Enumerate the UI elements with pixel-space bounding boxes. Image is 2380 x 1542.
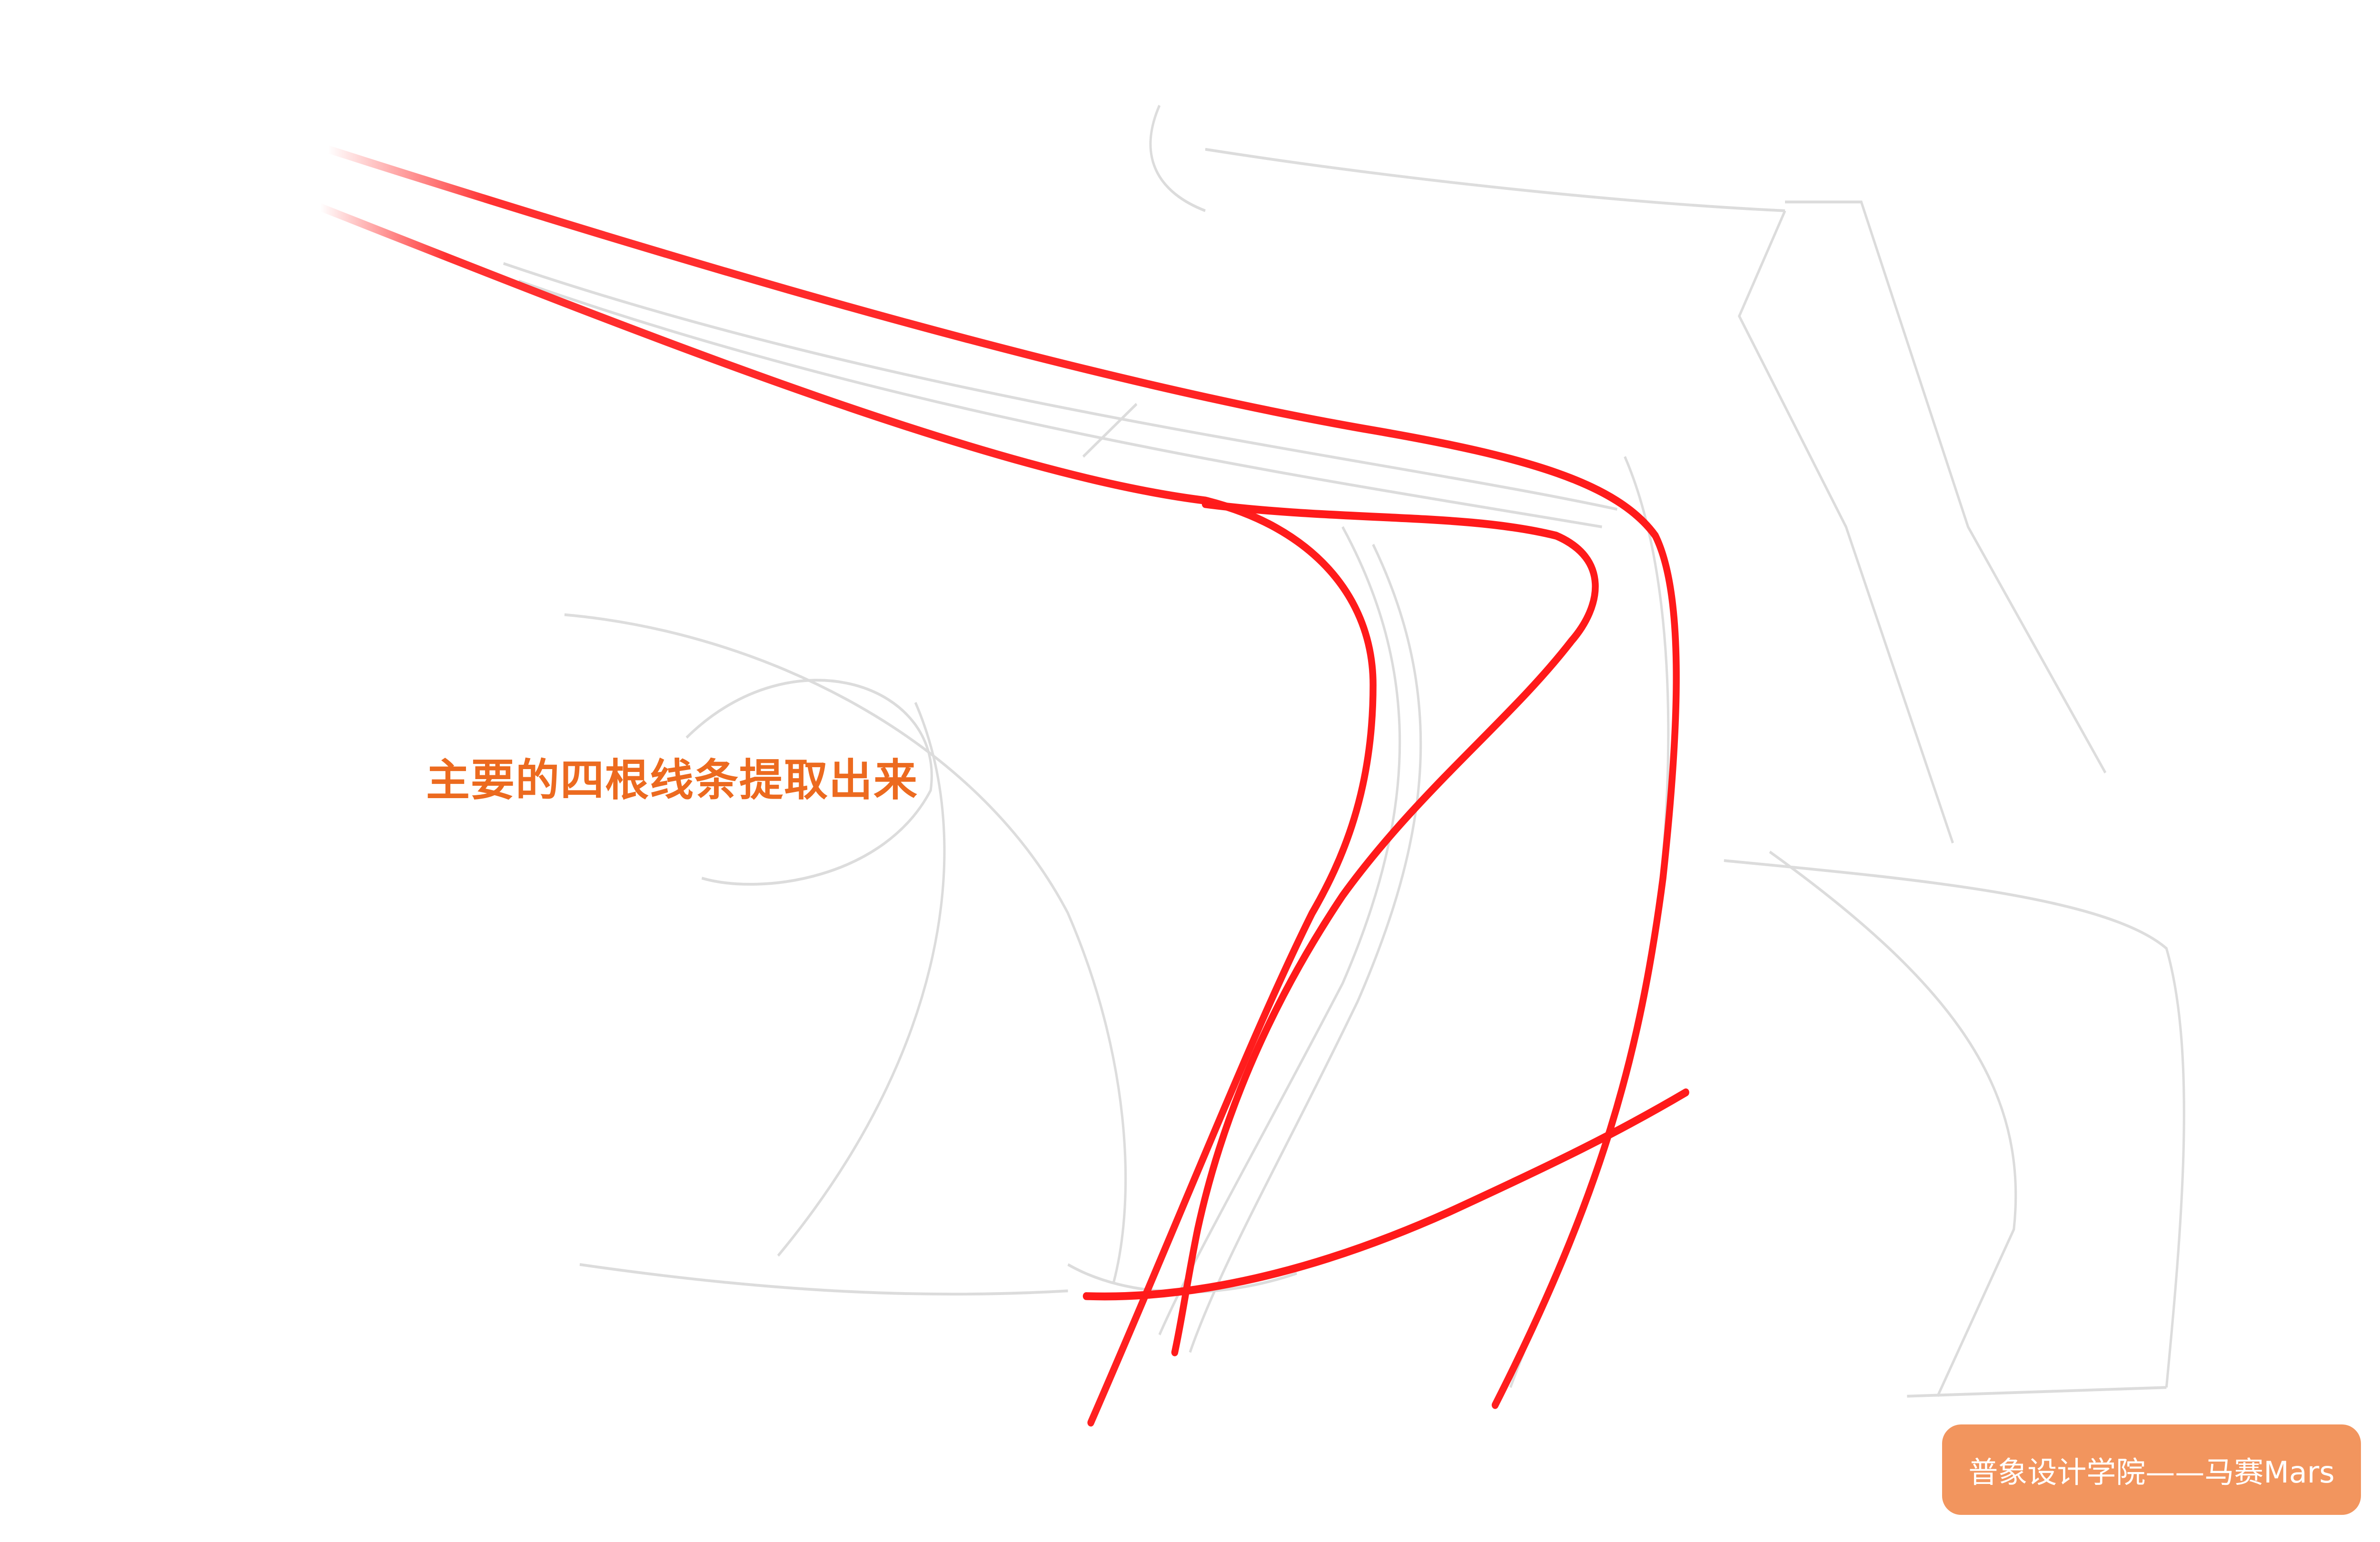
caption-text: 主要的四根线条提取出来	[426, 755, 919, 806]
curve-upper-outline	[324, 145, 1680, 1409]
curve-lower-sweep	[317, 203, 1377, 1427]
highlight-curves	[317, 145, 1689, 1427]
curve-bottom-sill	[1082, 1088, 1689, 1301]
author-badge-label: 普象设计学院——马赛Mars	[1968, 1455, 2335, 1490]
author-badge: 普象设计学院——马赛Mars	[1942, 1424, 2361, 1515]
curve-inner-return	[1171, 500, 1599, 1356]
